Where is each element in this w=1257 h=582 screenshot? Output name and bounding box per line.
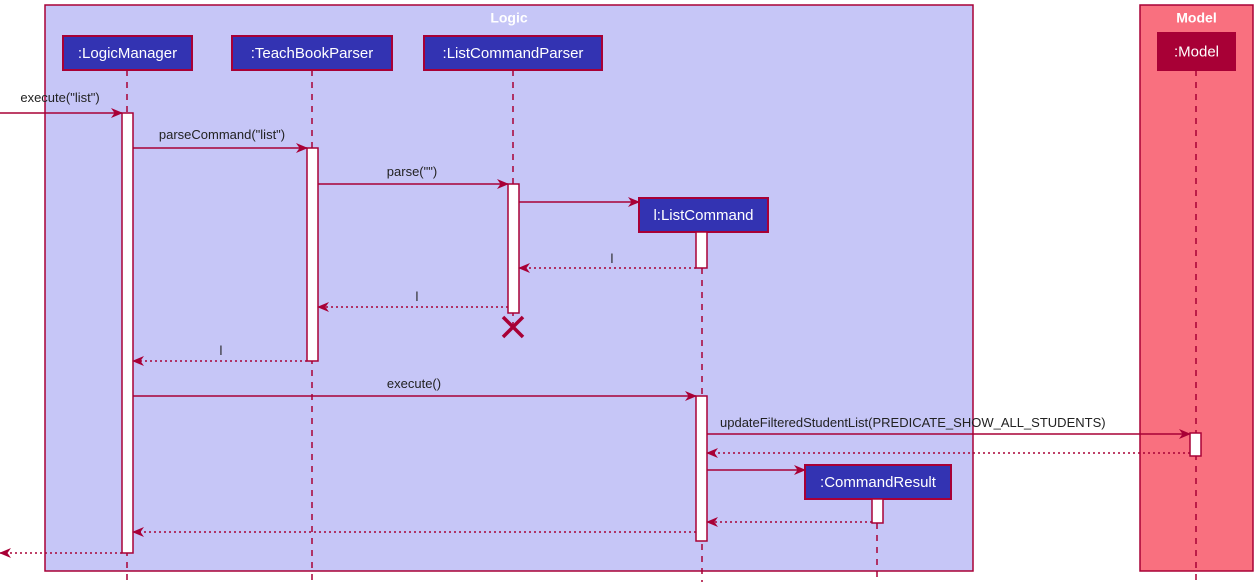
message-label: l xyxy=(220,343,223,358)
participant-box[interactable] xyxy=(231,35,393,71)
participant-box[interactable] xyxy=(62,35,193,71)
participant-box[interactable] xyxy=(1157,32,1236,71)
package-title: Logic xyxy=(490,10,528,26)
messages-layer: execute("list") parseCommand("list") parse… xyxy=(0,90,1191,558)
participant-commandresult[interactable]: :CommandResult xyxy=(804,464,952,500)
participant-box[interactable] xyxy=(423,35,603,71)
message-m6: l xyxy=(317,289,508,312)
participant-label: :ListCommandParser xyxy=(443,45,584,62)
activation-bar-listcommand xyxy=(695,395,708,542)
message-m3: parse("") xyxy=(318,164,509,189)
activation-bar-teachbookparser xyxy=(306,147,319,362)
message-label: parse("") xyxy=(387,164,437,179)
participant-label: :Model xyxy=(1174,43,1219,60)
message-label: execute() xyxy=(387,376,441,391)
participant-listcommand[interactable]: l:ListCommand xyxy=(638,197,769,233)
participant-model[interactable]: :Model xyxy=(1157,32,1236,71)
message-m7: l xyxy=(132,343,307,366)
message-label: l xyxy=(416,289,419,304)
packages-layer: Logic Model xyxy=(44,4,1254,572)
message-m2: parseCommand("list") xyxy=(133,127,308,153)
message-m5: l xyxy=(518,251,696,273)
destroy-marker-listcommandparser xyxy=(501,315,525,339)
message-m1: execute("list") xyxy=(0,90,123,118)
message-m8: execute() xyxy=(133,376,697,401)
message-label: updateFilteredStudentList(PREDICATE_SHOW… xyxy=(720,415,1106,430)
destroy-markers-layer xyxy=(501,315,525,339)
message-label: execute("list") xyxy=(20,90,99,105)
participants-layer: :LogicManager :TeachBookParser :ListComman… xyxy=(62,32,1236,500)
participant-label: :CommandResult xyxy=(820,474,937,491)
participant-teachbookparser[interactable]: :TeachBookParser xyxy=(231,35,393,71)
package-title: Model xyxy=(1176,10,1216,26)
participant-listcommandparser[interactable]: :ListCommandParser xyxy=(423,35,603,71)
participant-label: l:ListCommand xyxy=(653,207,753,224)
destroy-stroke-b xyxy=(501,315,525,339)
activation-bar-logicmanager xyxy=(121,112,134,554)
participant-box[interactable] xyxy=(638,197,769,233)
participant-box[interactable] xyxy=(804,464,952,500)
activation-bar-model xyxy=(1189,432,1202,457)
message-label: l xyxy=(611,251,614,266)
message-m9: updateFilteredStudentList(PREDICATE_SHOW… xyxy=(707,415,1191,439)
activation-bar-listcommand xyxy=(695,231,708,269)
activation-bar-commandresult xyxy=(871,498,884,524)
participant-logicmanager[interactable]: :LogicManager xyxy=(62,35,193,71)
activations-layer xyxy=(121,112,1202,554)
activation-bar-listcommandparser xyxy=(507,183,520,314)
participant-label: :LogicManager xyxy=(78,45,177,62)
package-model: Model xyxy=(1139,4,1254,572)
participant-label: :TeachBookParser xyxy=(251,45,374,62)
message-label: parseCommand("list") xyxy=(159,127,285,142)
